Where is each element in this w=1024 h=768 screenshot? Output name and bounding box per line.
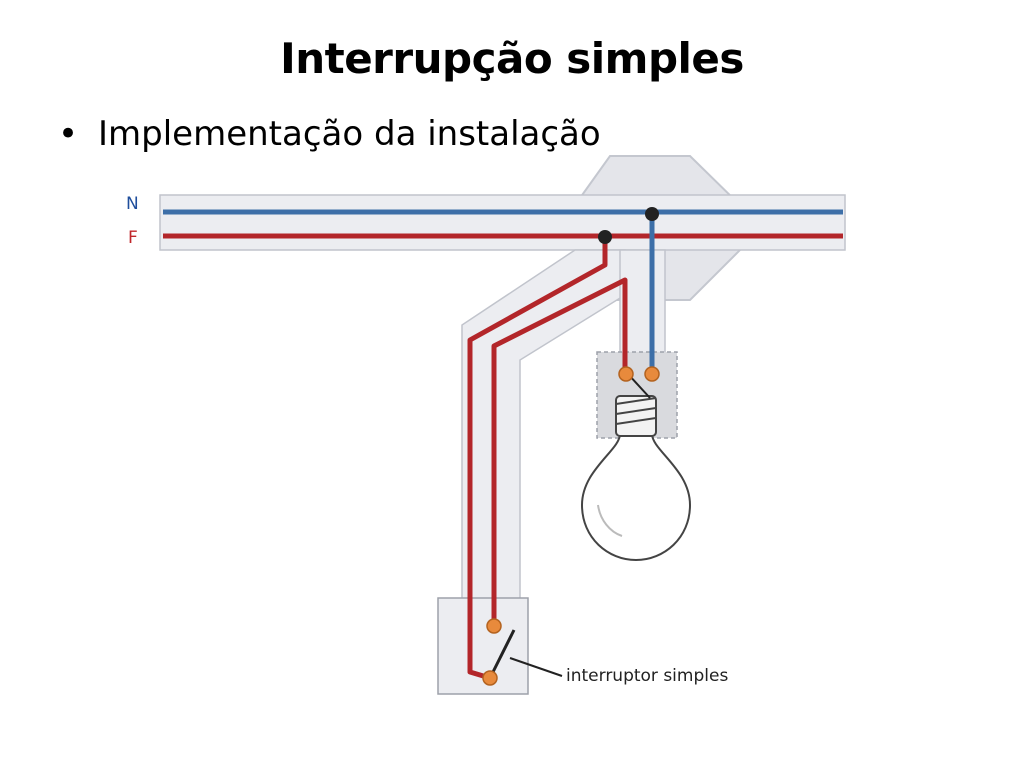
neutral-junction-dot bbox=[645, 207, 659, 221]
phase-label: F bbox=[128, 228, 138, 248]
switch-label-leader bbox=[509, 657, 563, 677]
slide-title: Interrupção simples bbox=[280, 34, 744, 83]
lamp-terminal-neutral bbox=[644, 366, 660, 382]
bullet-dot: • bbox=[58, 114, 79, 154]
phase-to-switch-wire bbox=[467, 238, 608, 681]
switch-icon bbox=[488, 629, 516, 679]
light-bulb-icon bbox=[580, 395, 692, 562]
switch-terminal-bottom bbox=[482, 670, 498, 686]
switch-label: interruptor simples bbox=[566, 666, 729, 686]
phase-junction-dot bbox=[598, 230, 612, 244]
neutral-label: N bbox=[126, 194, 139, 214]
return-wire bbox=[491, 277, 628, 625]
switch-terminal-top bbox=[486, 618, 502, 634]
bullet-text: Implementação da instalação bbox=[98, 114, 601, 154]
lamp-terminal-phase bbox=[618, 366, 634, 382]
horizontal-conduit bbox=[159, 194, 846, 251]
bullet-item: • Implementação da instalação bbox=[58, 114, 601, 154]
